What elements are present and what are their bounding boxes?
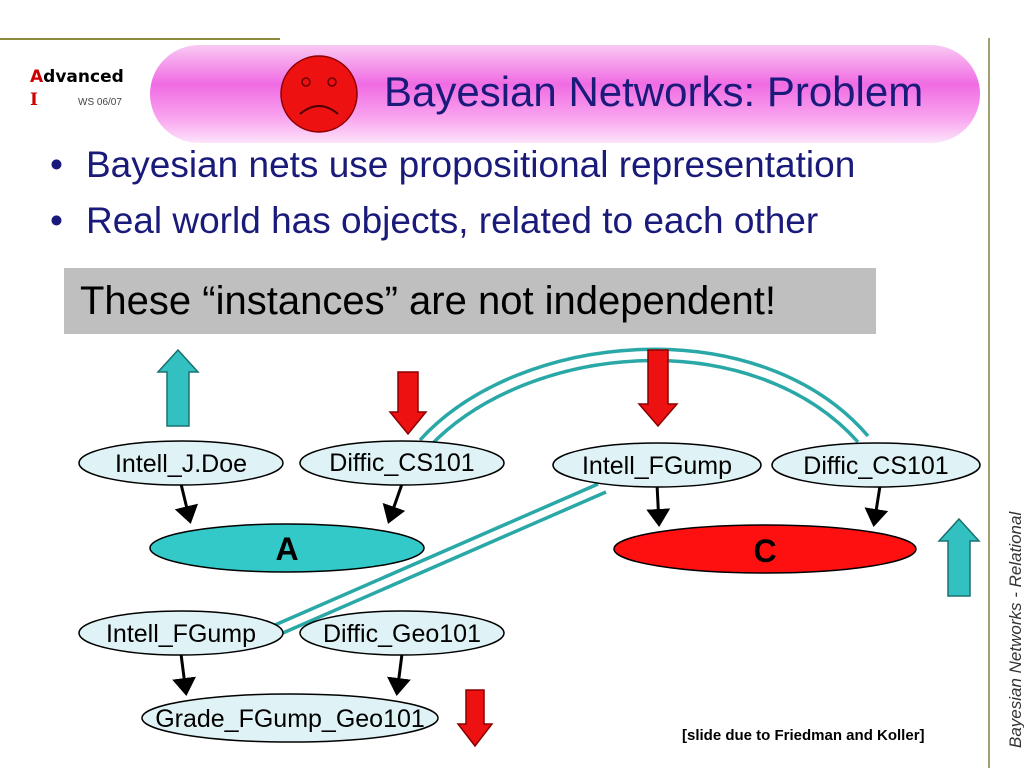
bullet-item: • Bayesian nets use propositional represe… — [50, 137, 855, 193]
node-diffic-cs101-right: Diffic_CS101 — [771, 442, 981, 488]
node-intell-fgump-bottom: Intell_FGump — [78, 610, 284, 656]
bullet-dot: • — [50, 200, 63, 241]
node-label: Intell_FGump — [582, 452, 732, 480]
arrow-down-icon — [388, 371, 428, 436]
node-label: A — [275, 531, 298, 567]
sad-face-icon — [280, 55, 358, 133]
side-caption: Bayesian Networks - Relational — [1006, 511, 1024, 748]
node-label: Diffic_CS101 — [329, 449, 474, 477]
node-label: Intell_J.Doe — [115, 450, 247, 478]
bullet-list: • Bayesian nets use propositional represe… — [50, 137, 855, 249]
node-label: C — [753, 533, 776, 569]
arrow-up-icon — [937, 517, 981, 597]
node-label: Intell_FGump — [106, 620, 256, 648]
node-label: Grade_FGump_Geo101 — [155, 705, 425, 733]
arrow-down-icon — [456, 689, 494, 748]
footer-credit: [slide due to Friedman and Koller] — [682, 727, 925, 744]
header-top-rule — [0, 38, 280, 40]
arrow-down-icon — [637, 349, 679, 428]
node-grade-fgump-geo101: Grade_FGump_Geo101 — [141, 693, 439, 743]
node-diffic-geo101: Diffic_Geo101 — [299, 610, 505, 656]
node-intell-fgump-right: Intell_FGump — [552, 442, 762, 488]
instance-link-diagonal — [267, 482, 607, 638]
logo-advanced: Advanced — [30, 67, 124, 87]
bullet-dot: • — [50, 144, 63, 185]
logo-initial: A — [30, 67, 44, 87]
bullet-item: • Real world has objects, related to each… — [50, 193, 855, 249]
node-label: Diffic_CS101 — [803, 452, 948, 480]
logo-i: I — [30, 90, 38, 110]
callout-box: These “instances” are not independent! — [64, 268, 876, 334]
dependency-arrows — [172, 483, 889, 696]
logo-word: dvanced — [43, 67, 124, 87]
node-label: Diffic_Geo101 — [323, 620, 481, 648]
logo-term: WS 06/07 — [78, 97, 122, 108]
node-grade-a: A — [149, 523, 425, 573]
instance-link-curve — [418, 347, 870, 448]
node-intell-jdoe: Intell_J.Doe — [78, 440, 284, 486]
slide-title: Bayesian Networks: Problem — [384, 68, 924, 115]
bullet-text: Real world has objects, related to each … — [86, 200, 819, 241]
arrow-up-icon — [156, 348, 200, 427]
bullet-text: Bayesian nets use propositional represen… — [86, 144, 856, 185]
node-diffic-cs101-left: Diffic_CS101 — [299, 440, 505, 486]
right-border-rule — [988, 38, 990, 768]
node-grade-c: C — [613, 524, 917, 574]
